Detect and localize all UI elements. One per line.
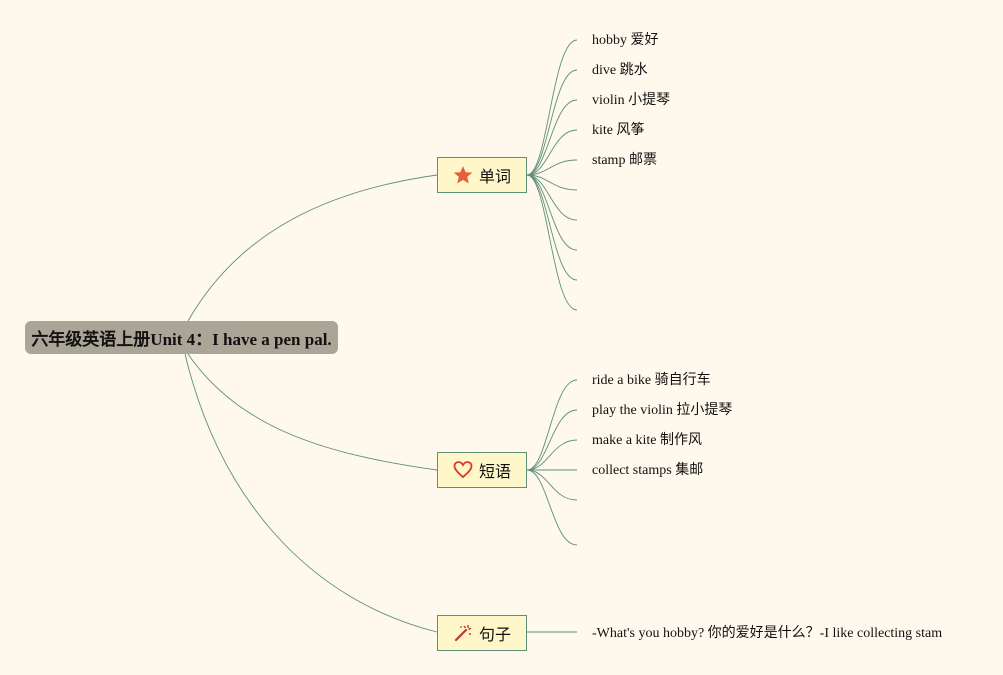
leaf-phrase[interactable]: play the violin 拉小提琴 xyxy=(592,403,733,418)
connector-phrases-3 xyxy=(526,439,578,471)
connector-words-10 xyxy=(526,174,578,311)
connector-words-4 xyxy=(526,129,578,176)
topic-words-label: 单词 xyxy=(478,167,511,186)
heart-icon xyxy=(453,460,473,480)
connector-words-5 xyxy=(526,159,578,176)
connector-root-sentences xyxy=(184,353,438,633)
topic-phrases-label: 短语 xyxy=(478,462,511,481)
root-topic-label: 六年级英语上册Unit 4：I have a pen pal. xyxy=(31,330,332,349)
root-topic[interactable]: 六年级英语上册Unit 4：I have a pen pal. xyxy=(25,321,338,354)
connector-root-phrases xyxy=(187,353,438,471)
leaf-phrase[interactable]: ride a bike 骑自行车 xyxy=(592,373,711,388)
topic-phrases[interactable]: 短语 xyxy=(437,452,527,488)
connector-words-2 xyxy=(526,69,578,176)
connector-words-8 xyxy=(526,174,578,251)
connector-words-7 xyxy=(526,174,578,221)
leaf-word[interactable]: violin 小提琴 xyxy=(592,93,671,108)
leaf-word[interactable]: stamp 邮票 xyxy=(592,153,657,168)
leaf-word[interactable]: hobby 爱好 xyxy=(592,33,659,48)
leaf-phrase[interactable]: make a kite 制作风 xyxy=(592,433,703,448)
leaf-phrase[interactable]: collect stamps 集邮 xyxy=(592,463,704,478)
magic-wand-icon xyxy=(453,623,473,643)
topic-sentences[interactable]: 句子 xyxy=(437,615,527,651)
connector-words-1 xyxy=(526,39,578,176)
connector-words-9 xyxy=(526,174,578,281)
connector-words-3 xyxy=(526,99,578,176)
leaf-sentence[interactable]: -What's you hobby? 你的爱好是什么？-I like colle… xyxy=(592,626,943,641)
connector-phrases-2 xyxy=(526,409,578,471)
star-icon xyxy=(453,165,473,185)
leaf-word[interactable]: dive 跳水 xyxy=(592,63,648,78)
connector-phrases-5 xyxy=(526,469,578,501)
connector-root-words xyxy=(187,174,438,322)
topic-sentences-label: 句子 xyxy=(478,625,511,644)
connector-phrases-6 xyxy=(526,469,578,546)
connector-phrases-1 xyxy=(526,379,578,471)
leaf-word[interactable]: kite 风筝 xyxy=(592,123,645,138)
topic-words[interactable]: 单词 xyxy=(437,157,527,193)
